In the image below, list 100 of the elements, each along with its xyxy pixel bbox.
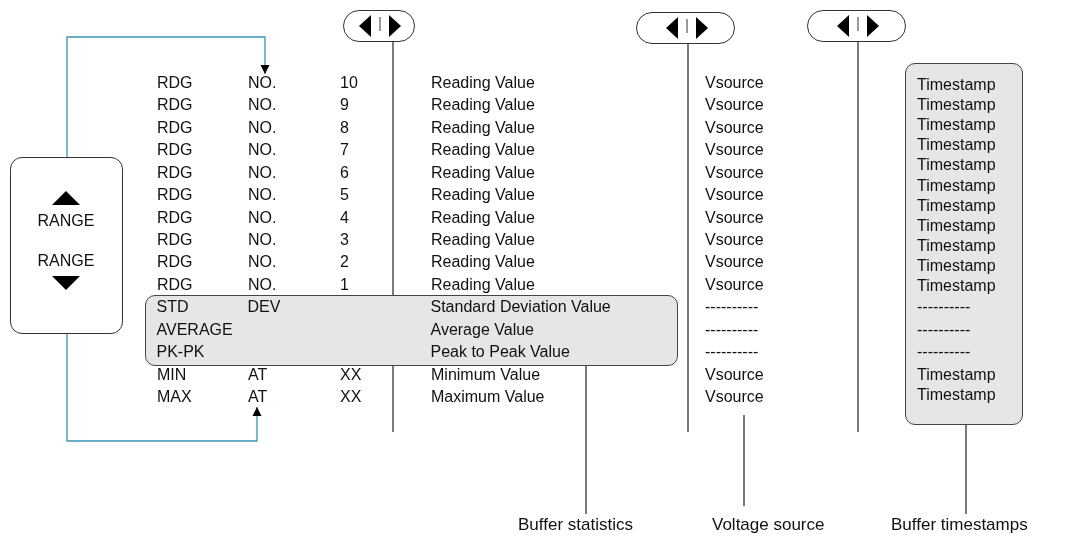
value-label: Reading Value xyxy=(431,142,535,158)
row-tag: RDG xyxy=(157,254,193,270)
reading-number: 1 xyxy=(340,277,349,293)
leader-line xyxy=(743,414,745,507)
row-tag: MAX xyxy=(157,389,192,405)
value-label: Average Value xyxy=(430,321,534,338)
source-label: Vsource xyxy=(705,277,764,293)
row-tag: RDG xyxy=(157,120,193,136)
leader-line xyxy=(687,43,689,433)
caption-text: Voltage source xyxy=(712,516,825,534)
row-tag: RDG xyxy=(157,210,193,226)
reading-number: 8 xyxy=(340,120,349,136)
scroll-button xyxy=(343,10,415,42)
row-tag: RDG xyxy=(157,232,193,248)
arrow xyxy=(66,36,270,158)
source-label: Vsource xyxy=(705,165,764,181)
row-tag: NO. xyxy=(248,187,277,203)
arrow xyxy=(66,333,262,442)
timestamp-text: ---------- xyxy=(917,298,971,315)
reading-number: 9 xyxy=(340,97,349,113)
source-label: Vsource xyxy=(705,97,764,113)
caption-text: Buffer statistics xyxy=(518,516,633,534)
row-tag: NO. xyxy=(248,142,277,158)
value-label: Reading Value xyxy=(431,97,535,113)
row-tag: NO. xyxy=(248,97,277,113)
source-label: Vsource xyxy=(705,120,764,136)
leader-line xyxy=(965,424,967,515)
timestamp-text: Timestamp xyxy=(917,217,996,234)
timestamp-text: Timestamp xyxy=(917,366,996,383)
source-label: Vsource xyxy=(705,389,764,405)
placeholder-dashes: ---------- xyxy=(705,344,759,360)
row-tag: DEV xyxy=(247,298,281,315)
source-label: Vsource xyxy=(705,367,764,383)
leader-line xyxy=(585,365,587,515)
source-label: Vsource xyxy=(705,142,764,158)
row-tag: NO. xyxy=(248,232,277,248)
statistics-panel xyxy=(145,295,678,366)
row-tag: NO. xyxy=(248,210,277,226)
placeholder-dashes: ---------- xyxy=(705,322,759,338)
row-tag: RDG xyxy=(157,187,193,203)
row-tag: NO. xyxy=(248,120,277,136)
value-label: Peak to Peak Value xyxy=(430,343,570,360)
source-label: Vsource xyxy=(705,232,764,248)
value-label: Reading Value xyxy=(431,75,535,91)
value-label: Reading Value xyxy=(431,120,535,136)
row-tag: AT xyxy=(248,367,268,383)
reading-number: XX xyxy=(340,367,362,383)
timestamp-text: Timestamp xyxy=(917,386,996,403)
reading-number: 3 xyxy=(340,232,349,248)
reading-number: 2 xyxy=(340,254,349,270)
row-tag: NO. xyxy=(248,277,277,293)
reading-number: 5 xyxy=(340,187,349,203)
range-label: RANGE xyxy=(36,213,96,229)
timestamp-text: Timestamp xyxy=(917,136,996,153)
timestamp-text: Timestamp xyxy=(917,177,996,194)
range-label: RANGE xyxy=(36,253,96,269)
value-label: Maximum Value xyxy=(431,389,545,405)
value-label: Reading Value xyxy=(431,187,535,203)
value-label: Reading Value xyxy=(431,165,535,181)
timestamp-text: ---------- xyxy=(917,321,971,338)
row-tag: NO. xyxy=(248,75,277,91)
source-label: Vsource xyxy=(705,187,764,203)
source-label: Vsource xyxy=(705,75,764,91)
reading-number: 10 xyxy=(340,75,358,91)
reading-number: 6 xyxy=(340,165,349,181)
value-label: Minimum Value xyxy=(431,367,541,383)
row-tag: MIN xyxy=(157,367,187,383)
timestamp-text: ---------- xyxy=(917,343,971,360)
placeholder-dashes: ---------- xyxy=(705,299,759,315)
value-label: Reading Value xyxy=(431,210,535,226)
timestamp-text: Timestamp xyxy=(917,156,996,173)
timestamp-text: Timestamp xyxy=(917,257,996,274)
leader-line xyxy=(857,41,859,433)
scroll-button xyxy=(636,12,735,44)
reading-number: 7 xyxy=(340,142,349,158)
row-tag: NO. xyxy=(248,165,277,181)
timestamp-text: Timestamp xyxy=(917,197,996,214)
row-tag: RDG xyxy=(157,165,193,181)
value-label: Reading Value xyxy=(431,254,535,270)
reading-number: XX xyxy=(340,389,362,405)
row-tag: RDG xyxy=(157,142,193,158)
reading-number: 4 xyxy=(340,210,349,226)
row-tag: AVERAGE xyxy=(156,321,233,338)
row-tag: PK-PK xyxy=(156,343,205,360)
row-tag: NO. xyxy=(248,254,277,270)
timestamp-text: Timestamp xyxy=(917,237,996,254)
row-tag: AT xyxy=(248,389,268,405)
timestamp-text: Timestamp xyxy=(917,277,996,294)
row-tag: RDG xyxy=(157,75,193,91)
timestamp-text: Timestamp xyxy=(917,116,996,133)
row-tag: RDG xyxy=(157,277,193,293)
timestamp-text: Timestamp xyxy=(917,76,996,93)
timestamp-panel xyxy=(905,63,1023,425)
source-label: Vsource xyxy=(705,254,764,270)
row-tag: RDG xyxy=(157,97,193,113)
caption-text: Buffer timestamps xyxy=(891,516,1028,534)
value-label: Reading Value xyxy=(431,232,535,248)
source-label: Vsource xyxy=(705,210,764,226)
scroll-button xyxy=(807,10,906,42)
row-tag: STD xyxy=(156,298,189,315)
